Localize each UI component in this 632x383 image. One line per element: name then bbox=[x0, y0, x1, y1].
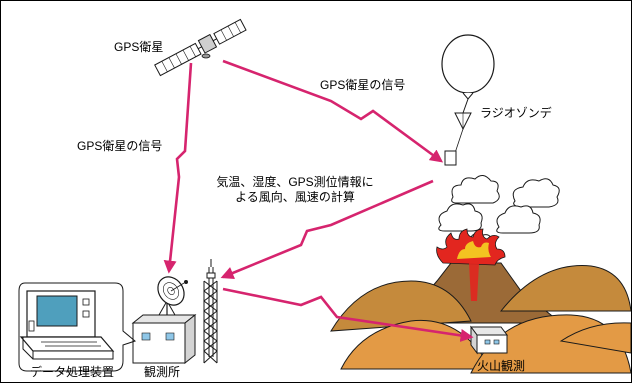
satellite-icon bbox=[154, 18, 247, 77]
signal-arrows bbox=[163, 59, 474, 342]
parabolic-antenna-icon bbox=[157, 276, 188, 316]
volcano-observation-hut-icon bbox=[470, 325, 508, 355]
signal-satellite-to-observatory bbox=[163, 62, 193, 274]
computation-label: 気温、湿度、GPS測位情報に よる風向、風速の計算 bbox=[207, 175, 383, 205]
data-processing-computer-icon bbox=[19, 290, 115, 360]
volcano-observation-label: 火山観測 bbox=[477, 359, 526, 373]
gps-signal-label-right: GPS衛星の信号 bbox=[320, 78, 406, 92]
signal-observatory-to-hut bbox=[222, 287, 474, 342]
radiosonde-label: ラジオゾンデ bbox=[480, 106, 552, 120]
gps-signal-label-left: GPS衛星の信号 bbox=[77, 139, 163, 153]
volcanic-smoke bbox=[438, 175, 560, 252]
computation-label-line1: 気温、湿度、GPS測位情報に bbox=[216, 175, 374, 189]
gps-satellite-label: GPS衛星 bbox=[114, 40, 164, 54]
signal-satellite-to-radiosonde bbox=[222, 59, 444, 163]
lattice-tower-icon bbox=[203, 259, 218, 364]
observatory-building-icon bbox=[131, 313, 197, 365]
data-processing-label: データ処理装置 bbox=[30, 365, 115, 379]
computation-label-line2: よる風向、風速の計算 bbox=[235, 190, 355, 204]
ground-mounds bbox=[330, 265, 631, 374]
weather-balloon-icon bbox=[441, 34, 495, 166]
signal-radiosonde-to-observatory bbox=[220, 179, 434, 280]
observatory-label: 観測所 bbox=[144, 365, 181, 379]
data-processing-callout bbox=[18, 282, 137, 372]
